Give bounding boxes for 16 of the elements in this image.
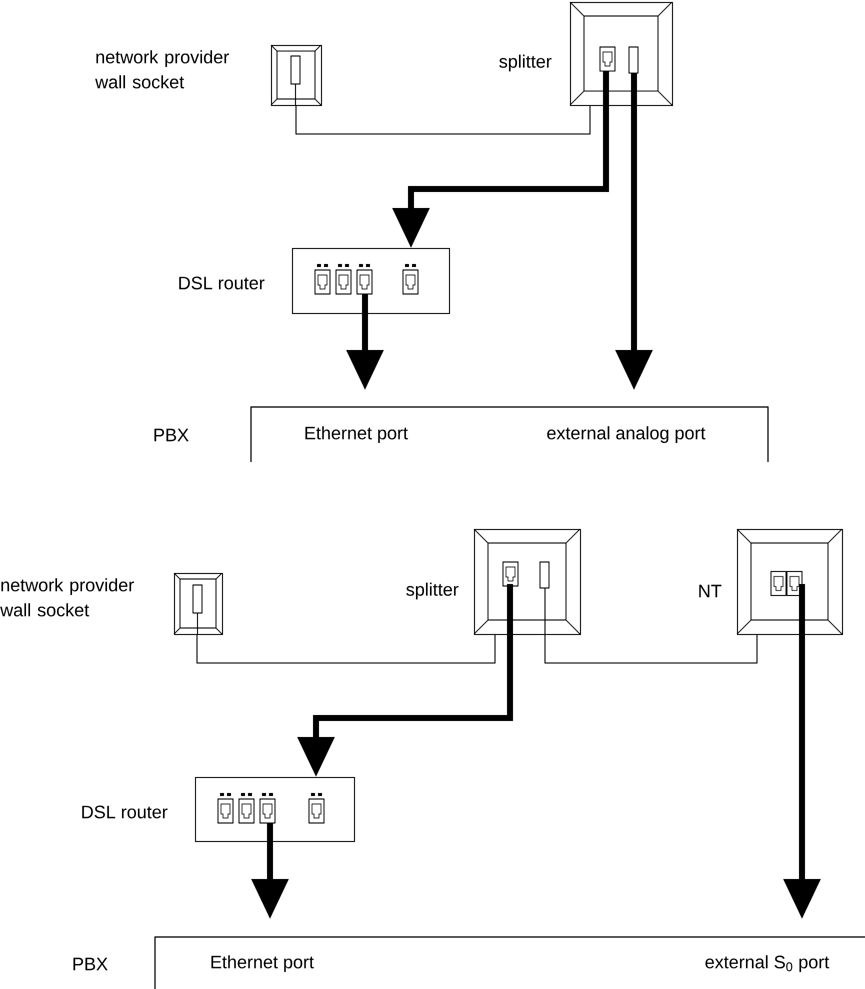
device-label: NT — [699, 584, 722, 598]
port-label: Ethernet port — [211, 955, 314, 972]
port-label: external S$_{0}$ port — [705, 955, 830, 972]
device-label: DSL router — [82, 806, 168, 818]
device-label: network provider wall socket — [0, 578, 134, 616]
device-label: splitter — [499, 54, 552, 72]
device-label: network provider wall socket — [95, 50, 229, 88]
cable-line — [296, 106, 590, 135]
port-label: external analog port — [547, 426, 706, 443]
device-label: PBX — [73, 958, 108, 970]
cable-line — [544, 634, 758, 664]
port-label: Ethernet port — [305, 426, 408, 443]
device-label: PBX — [154, 428, 189, 442]
cable-line — [196, 634, 496, 664]
device-label: splitter — [406, 582, 458, 600]
device-label: DSL router — [179, 276, 264, 290]
